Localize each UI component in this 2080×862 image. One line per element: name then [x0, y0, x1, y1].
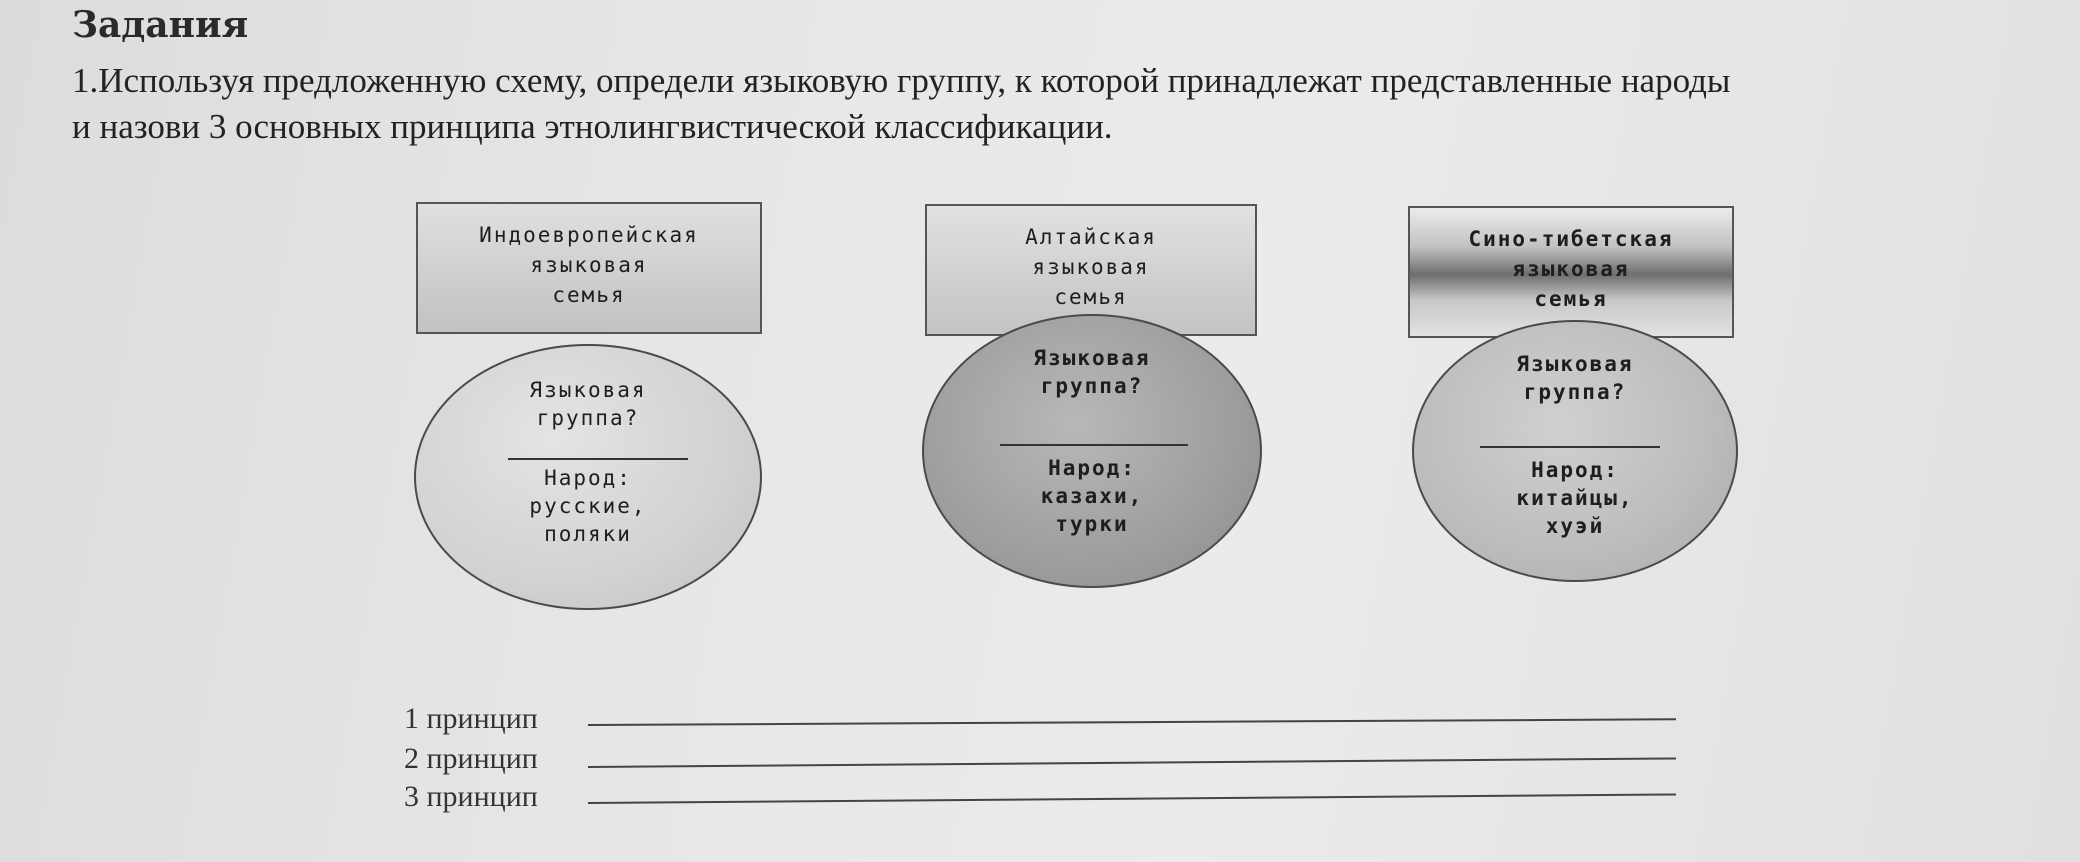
group-circle-indo-european: Языковая группа? Народ: русские, поляки	[414, 344, 762, 610]
task-heading: Задания	[72, 4, 249, 46]
group-question-line: группа?	[536, 406, 640, 430]
family-title-line: семья	[1534, 287, 1608, 311]
family-title-line: семья	[552, 283, 626, 307]
group-question-line: Языковая	[529, 378, 647, 402]
family-box-indo-european: Индоевропейская языковая семья	[416, 202, 762, 334]
people-line: Народ:	[544, 466, 632, 490]
people-line: китайцы,	[1516, 486, 1634, 510]
answer-line-3[interactable]	[587, 793, 1676, 804]
group-question-line: группа?	[1040, 374, 1144, 398]
people-line: Народ:	[1531, 458, 1619, 482]
people-line: Народ:	[1048, 456, 1136, 480]
group-circle-sino-tibetan: Языковая группа? Народ: китайцы, хуэй	[1412, 320, 1738, 582]
family-box-sino-tibetan: Сино-тибетская языковая семья	[1408, 206, 1734, 338]
people-list: Народ: казахи, турки	[924, 454, 1260, 538]
answer-line-1[interactable]	[587, 718, 1676, 726]
family-title-line: языковая	[1512, 257, 1630, 281]
answer-divider	[508, 458, 688, 460]
people-line: турки	[1055, 512, 1129, 536]
task-text-line: 1.Используя предложенную схему, определи…	[72, 61, 1731, 100]
principle-label-2: 2 принцип	[404, 742, 538, 775]
family-title-line: Индоевропейская	[479, 223, 699, 247]
family-title-line: Сино-тибетская	[1468, 227, 1674, 251]
people-line: русские,	[529, 494, 647, 518]
people-list: Народ: русские, поляки	[416, 464, 760, 548]
principle-label-3: 3 принцип	[404, 780, 538, 813]
family-title-line: Алтайская	[1025, 225, 1157, 249]
group-question: Языковая группа?	[1414, 350, 1736, 406]
group-question: Языковая группа?	[924, 344, 1260, 400]
task-text: 1.Используя предложенную схему, определи…	[72, 58, 2072, 150]
group-question-line: Языковая	[1516, 352, 1634, 376]
group-question: Языковая группа?	[416, 376, 760, 432]
group-circle-altaic: Языковая группа? Народ: казахи, турки	[922, 314, 1262, 588]
answer-line-2[interactable]	[587, 757, 1676, 768]
principle-label-1: 1 принцип	[404, 702, 538, 735]
family-title-line: семья	[1054, 285, 1128, 309]
people-line: поляки	[544, 522, 632, 546]
group-question-line: Языковая	[1033, 346, 1151, 370]
task-text-line: и назови 3 основных принципа этнолингвис…	[72, 107, 1113, 146]
family-title-line: языковая	[530, 253, 648, 277]
answer-divider	[1480, 446, 1660, 448]
answer-divider	[1000, 444, 1188, 446]
people-line: хуэй	[1545, 514, 1605, 538]
people-list: Народ: китайцы, хуэй	[1414, 456, 1736, 540]
family-title-line: языковая	[1032, 255, 1150, 279]
people-line: казахи,	[1040, 484, 1144, 508]
group-question-line: группа?	[1523, 380, 1627, 404]
